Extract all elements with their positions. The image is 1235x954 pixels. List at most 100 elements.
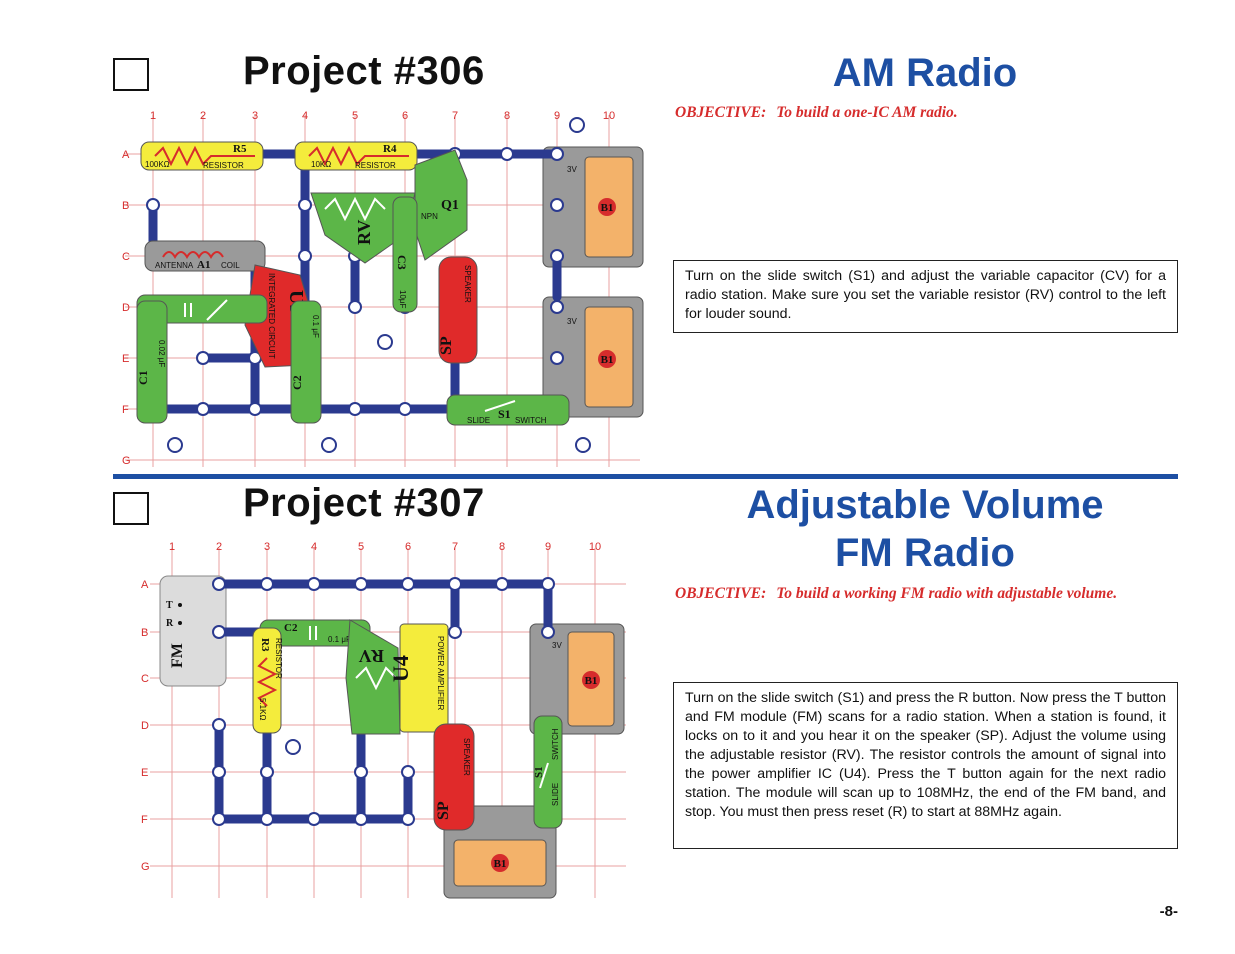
col-label: 5 [358,541,364,553]
capacitor-c2: C2 0.1 μF [290,300,322,424]
circuit-307-svg: 1 2 3 4 5 6 7 8 9 10 A B C D E F G T R F… [138,538,628,900]
col-label: 2 [200,110,206,122]
battery-voltage: 3V [552,641,562,650]
col-label: 7 [452,110,458,122]
col-label: 6 [405,541,411,553]
project-307-title-line2: FM Radio [835,531,1015,575]
col-label: 5 [352,110,358,122]
col-label: 3 [264,541,270,553]
battery-label: B1 [601,202,614,214]
a1-right: COIL [221,261,240,270]
col-label: 7 [452,541,458,553]
section-divider [113,474,1178,479]
col-label: 3 [252,110,258,122]
c1-value: 0.02 μF [157,340,166,367]
u4-label: U4 [388,655,413,682]
variable-resistor-rv: RV [345,619,401,735]
project-307-number: Project #307 [243,481,485,525]
slide-switch-s1: S1 SLIDE SWITCH [446,394,570,426]
variable-resistor-rv: RV [310,192,416,264]
row-label: D [122,302,130,314]
q1-label: Q1 [441,198,459,213]
row-label: D [141,720,149,732]
col-label: 6 [402,110,408,122]
resistor-r5: R5 100KΩ RESISTOR [140,141,264,171]
c1-label: C1 [136,370,150,385]
r4-label: R4 [383,143,397,155]
battery-holder-bottom: B1 3V [542,296,644,418]
row-label: B [141,627,148,639]
row-label: G [141,861,150,873]
project-306-objective: OBJECTIVE: To build a one-IC AM radio. [675,102,1175,124]
row-label: F [122,404,129,416]
col-label: 10 [589,541,601,553]
col-label: 2 [216,541,222,553]
sp-name: SPEAKER [463,265,472,303]
c3-value: 10μF [398,290,407,309]
row-label: A [141,579,149,591]
project-307-instructions: Turn on the slide switch (S1) and press … [673,682,1178,849]
project-306-title: AM Radio [832,51,1018,95]
project-307-circuit-diagram: 1 2 3 4 5 6 7 8 9 10 A B C D E F G T R F… [138,538,628,900]
col-label: 4 [311,541,317,553]
col-label: 1 [169,541,175,553]
capacitor-c3: C3 10μF [392,196,418,313]
rv-label: RV [354,220,374,245]
s1-right: SWITCH [551,728,560,760]
col-label: 9 [545,541,551,553]
resistor-r4: R4 10KΩ RESISTOR [294,141,418,171]
project-306-number: Project #306 [243,49,485,93]
u5-name: INTEGRATED CIRCUIT [267,273,276,359]
speaker-sp: SP SPEAKER [438,256,478,364]
col-label: 10 [603,110,615,122]
r3-type: RESISTOR [274,638,283,679]
col-label: 8 [504,110,510,122]
s1-label: S1 [533,766,545,778]
resistor-r3: R3 5.1KΩ RESISTOR [252,627,283,734]
battery-label: B1 [601,354,614,366]
row-label: F [141,814,148,826]
project-306-circuit-diagram: 1 2 3 4 5 6 7 8 9 10 A B C D E F G B1 3V… [115,105,650,470]
col-label: 4 [302,110,308,122]
a1-left: ANTENNA [155,261,194,270]
row-label: E [122,353,129,365]
battery-holder-bottom: B1 [443,805,557,899]
row-label: E [141,767,148,779]
battery-label: B1 [494,858,507,870]
fm-t-label: T [166,600,173,611]
objective-label: OBJECTIVE: [675,104,767,121]
transistor-q1: Q1 NPN [414,149,468,261]
fm-r-label: R [166,618,174,629]
c3-label: C3 [395,255,409,270]
c2-value: 0.1 μF [328,635,351,644]
sp-name: SPEAKER [462,738,471,776]
r4-type: RESISTOR [355,161,396,170]
sp-label: SP [435,801,452,820]
project-306-instructions: Turn on the slide switch (S1) and adjust… [673,260,1178,333]
c2-label: C2 [284,622,298,634]
project-306-checkbox[interactable] [113,58,149,91]
row-label: B [122,200,129,212]
row-label: G [122,455,131,467]
row-label: A [122,149,130,161]
r5-value: 100KΩ [145,160,170,169]
r5-label: R5 [233,143,247,155]
fm-label: FM [169,643,186,668]
s1-left: SLIDE [551,783,560,806]
slide-switch-s1: S1 SLIDE SWITCH [533,715,563,829]
s1-label: S1 [498,407,511,421]
fm-r-button[interactable] [178,621,182,625]
battery-label: B1 [585,675,598,687]
speaker-sp: SP SPEAKER [433,723,475,831]
a1-label: A1 [197,259,210,271]
objective-text: To build a working FM radio with adjusta… [776,585,1118,602]
fm-module: T R FM [159,575,227,687]
project-307-checkbox[interactable] [113,492,149,525]
power-amplifier-u4: U4 POWER AMPLIFIER [388,623,449,733]
fm-t-button[interactable] [178,603,182,607]
battery-holder-top: B1 3V [542,146,644,268]
u4-name: POWER AMPLIFIER [436,636,445,710]
c2-label: C2 [290,375,304,390]
rv-label: RV [359,646,384,666]
battery-voltage: 3V [567,165,577,174]
